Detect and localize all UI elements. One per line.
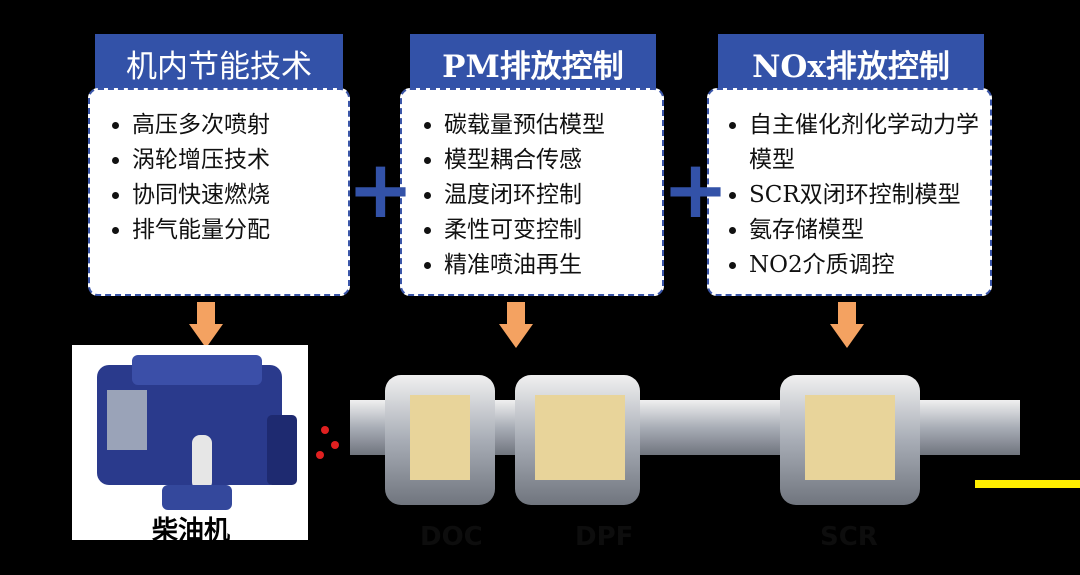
down-arrow-icon bbox=[830, 302, 864, 348]
aftertreatment-system-diagram bbox=[316, 375, 1020, 505]
down-arrow-icon bbox=[499, 302, 533, 348]
list-item: 协同快速燃烧 bbox=[132, 178, 348, 213]
list-item: 排气能量分配 bbox=[132, 213, 348, 248]
list-item: 柔性可变控制 bbox=[444, 213, 662, 248]
list-item: 模型耦合传感 bbox=[444, 143, 662, 178]
scr-label: SCR bbox=[820, 522, 878, 552]
section-box-engine: 高压多次喷射 涡轮增压技术 协同快速燃烧 排气能量分配 bbox=[88, 88, 350, 296]
list-item: 温度闭环控制 bbox=[444, 178, 662, 213]
section-title-engine: 机内节能技术 bbox=[95, 34, 343, 92]
list-item: 涡轮增压技术 bbox=[132, 143, 348, 178]
list-item: 自主催化剂化学动力学模型 bbox=[749, 108, 982, 178]
section-title-nox: NOx排放控制 bbox=[718, 34, 984, 92]
section-box-pm: 碳载量预估模型 模型耦合传感 温度闭环控制 柔性可变控制 精准喷油再生 bbox=[400, 88, 664, 296]
down-arrow-icon bbox=[189, 302, 223, 348]
list-item: 精准喷油再生 bbox=[444, 248, 662, 283]
list-item: 高压多次喷射 bbox=[132, 108, 348, 143]
list-item: 碳载量预估模型 bbox=[444, 108, 662, 143]
list-item: NO2介质调控 bbox=[749, 248, 982, 283]
plus-icon: + bbox=[347, 143, 415, 236]
dpf-label: DPF bbox=[575, 522, 634, 552]
yellow-highlight-bar bbox=[975, 480, 1080, 488]
list-item: SCR双闭环控制模型 bbox=[749, 178, 982, 213]
section-box-nox: 自主催化剂化学动力学模型 SCR双闭环控制模型 氨存储模型 NO2介质调控 bbox=[707, 88, 992, 296]
diesel-engine-image: 柴油机 bbox=[72, 345, 308, 540]
list-item: 氨存储模型 bbox=[749, 213, 982, 248]
section-title-pm: PM排放控制 bbox=[410, 34, 656, 92]
doc-label: DOC bbox=[420, 522, 483, 552]
engine-label: 柴油机 bbox=[152, 516, 231, 540]
plus-icon: + bbox=[662, 143, 730, 236]
engine-icon bbox=[97, 355, 297, 510]
